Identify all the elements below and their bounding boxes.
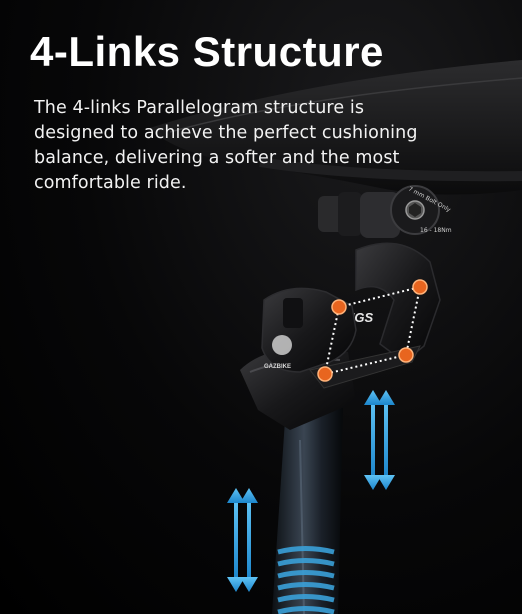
pivot-points [317,279,428,382]
bolt-label-bottom: 16 - 18Nm [420,227,452,234]
suspension-spring [277,546,335,614]
page-title: 4-Links Structure [30,28,384,75]
motion-arrow-left-icon [227,488,258,592]
saddle [150,60,522,195]
motion-arrow-right-icon [364,390,395,490]
logo-text: GAZBIKE [264,364,291,370]
description-text: The 4-links Parallelogram structure is d… [34,98,418,193]
pivot-lower-left [317,366,333,382]
pivot-upper-right [412,279,428,295]
rail-clamp: 7 mm Bolt Only 16 - 18Nm [318,185,452,238]
pivot-lower-right [398,347,414,363]
parallelogram-guides [324,286,421,375]
pivot-upper-left [331,299,347,315]
